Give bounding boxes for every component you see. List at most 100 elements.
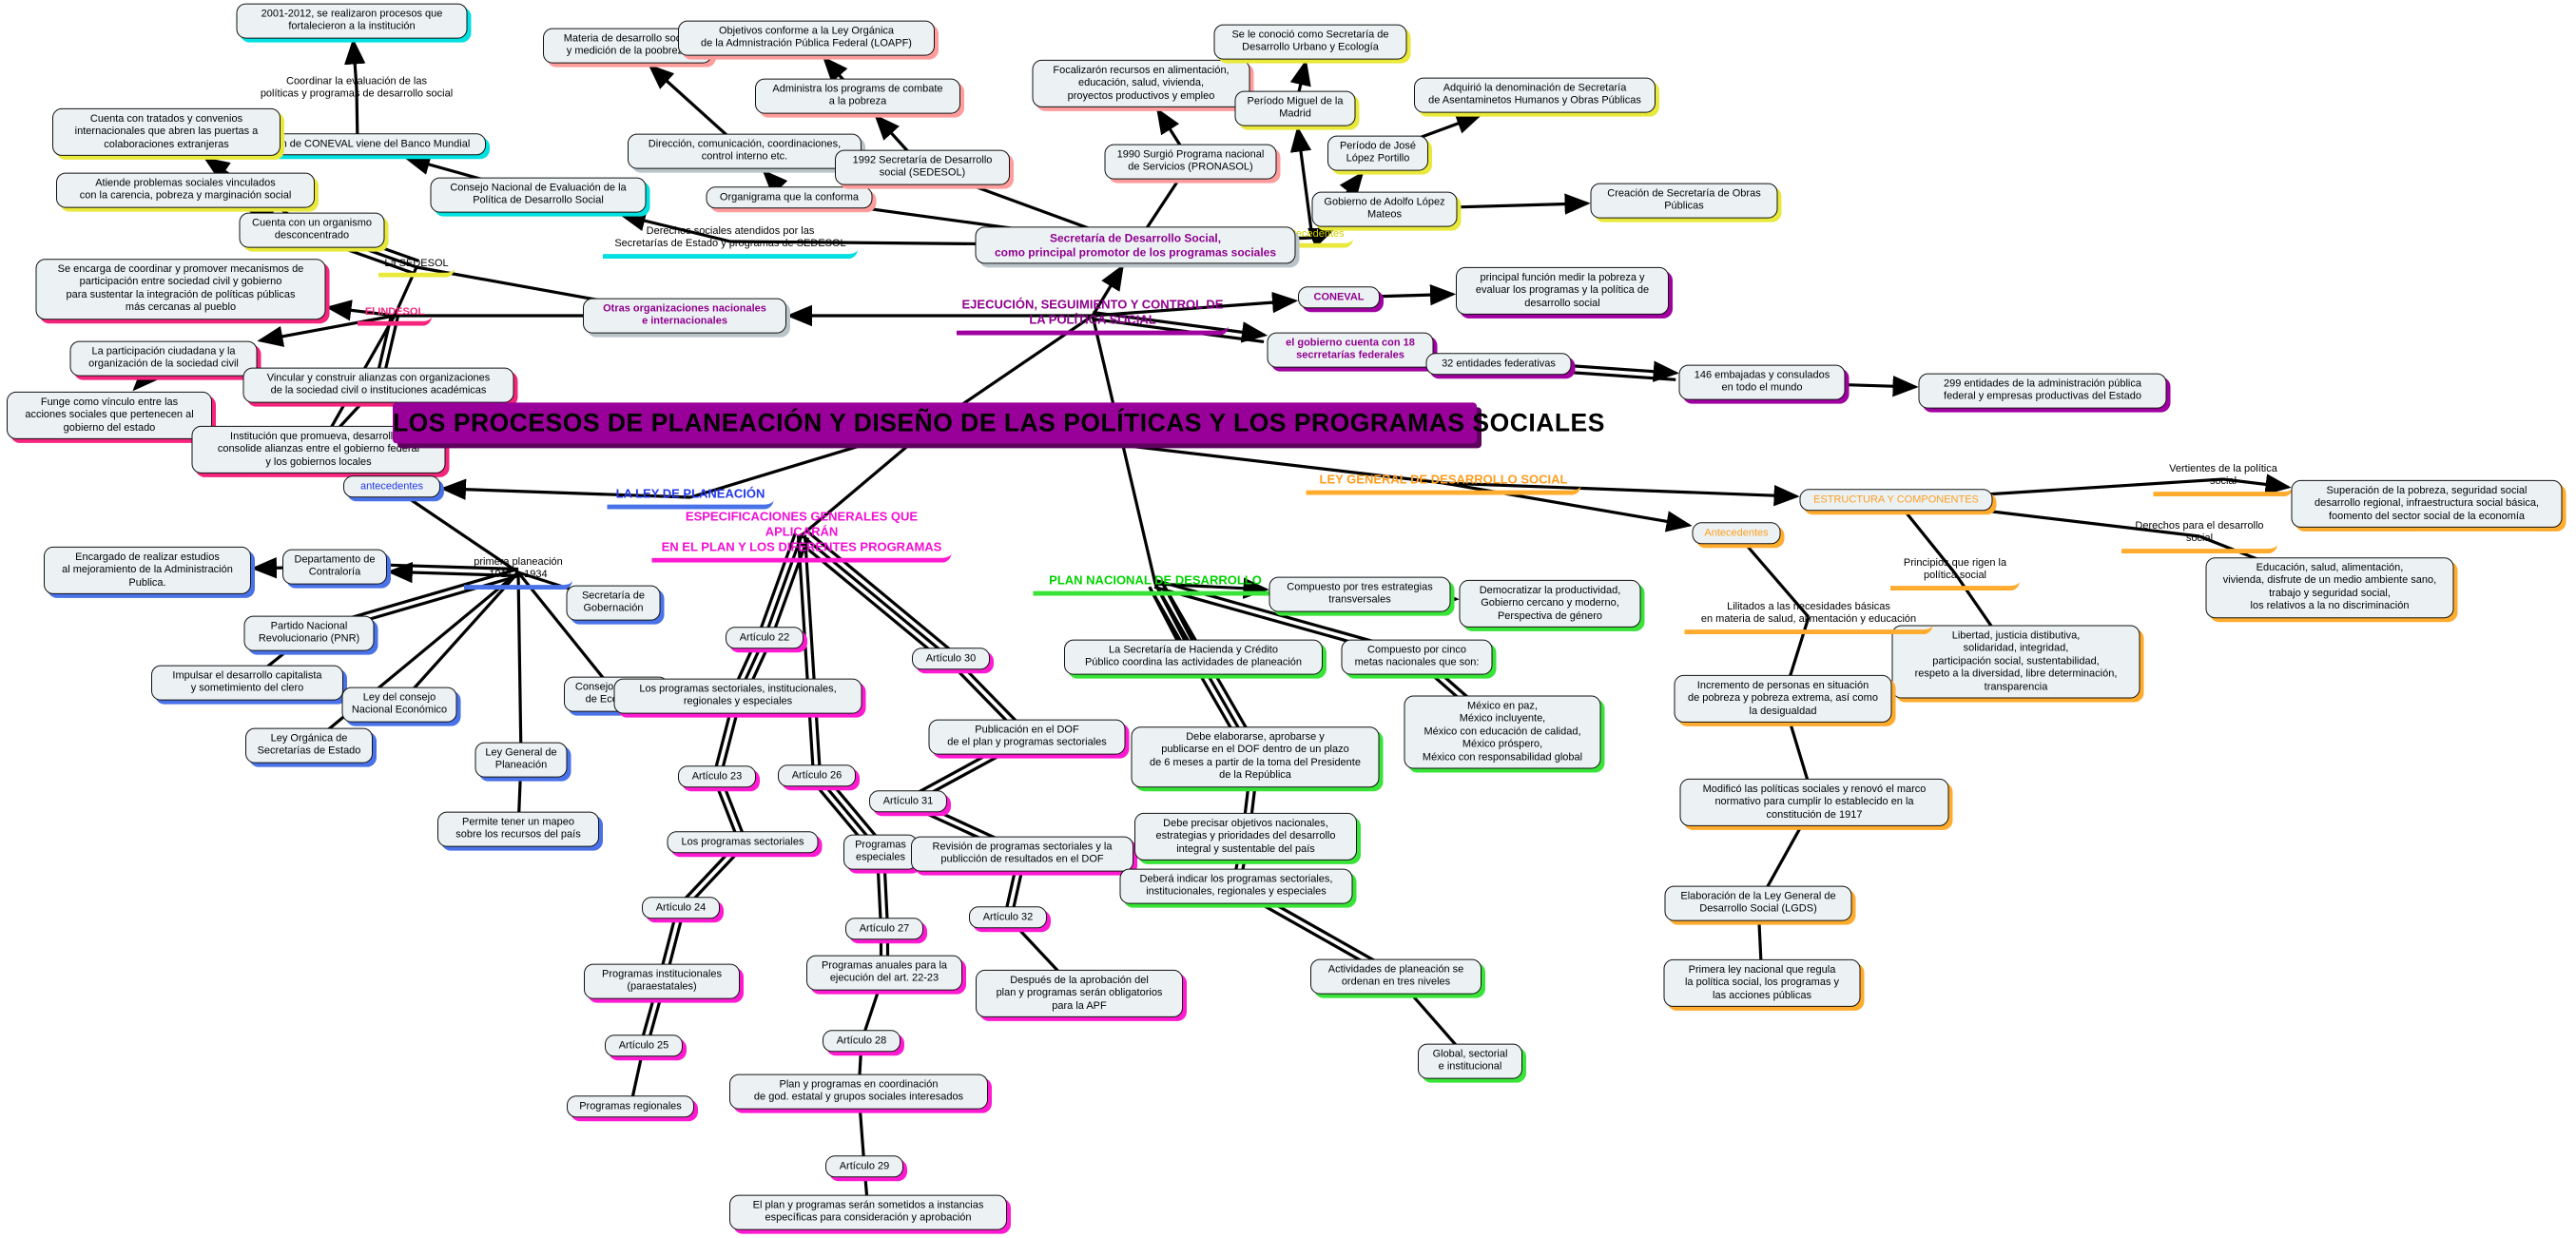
node-lblLGDS[interactable]: LEY GENERAL DE DESARROLLO SOCIAL <box>1306 472 1581 495</box>
node-nAntecedentesOrange[interactable]: Antecedentes <box>1692 522 1781 545</box>
node-n32Ent[interactable]: 32 entidades federativas <box>1425 353 1572 376</box>
node-lblLilitados[interactable]: Lilitados a las necesidades básicas en m… <box>1684 600 1933 634</box>
node-nGob18[interactable]: el gobierno cuenta con 18 secrretarías f… <box>1267 332 1434 368</box>
node-nConeval[interactable]: CONEVAL <box>1298 286 1380 309</box>
node-nSecGobernacion[interactable]: Secretaría de Gobernación <box>566 585 661 621</box>
node-nArt27[interactable]: Artículo 27 <box>845 918 923 940</box>
node-nEncargado[interactable]: Encargado de realizar estudios al mejora… <box>44 546 251 595</box>
node-nArt32[interactable]: Artículo 32 <box>969 906 1047 929</box>
node-lblDerechosDesarrollo[interactable]: Derechos para el desarrollo social <box>2121 519 2277 553</box>
node-nPublicacionDOF[interactable]: Publicación en el DOF de el plan y progr… <box>928 719 1126 755</box>
node-nDeptContraloria[interactable]: Departamento de Contraloría <box>282 549 387 585</box>
node-n146[interactable]: 146 embajadas y consulados en todo el mu… <box>1678 364 1846 400</box>
node-nPeriodoMiguel[interactable]: Período Miguel de la Madrid <box>1234 90 1356 126</box>
node-nOrganigrama[interactable]: Organigrama que la conforma <box>706 186 873 209</box>
node-nArt22[interactable]: Artículo 22 <box>726 627 804 649</box>
node-lblVertientes[interactable]: Vertientes de la política social <box>2153 462 2294 496</box>
node-nGobAdolfo[interactable]: Gobierno de Adolfo López Mateos <box>1311 191 1458 227</box>
node-nCuentaOrganismo[interactable]: Cuenta con un organismo desconcentrado <box>239 212 385 248</box>
node-nCompuestoTres[interactable]: Compuesto por tres estrategias transvers… <box>1269 576 1451 612</box>
node-nImpulsar[interactable]: Impulsar el desarrollo capitalista y som… <box>151 665 343 701</box>
node-nPrincipalFuncion[interactable]: principal función medir la pobreza y eva… <box>1456 266 1669 316</box>
node-n1992[interactable]: 1992 Secretaría de Desarrollo social (SE… <box>835 149 1010 185</box>
node-nLosProgSect[interactable]: Los programas sectoriales <box>667 831 819 854</box>
node-nLeyGeneralPlan[interactable]: Ley General de Planeación <box>475 742 568 778</box>
node-nAtiende[interactable]: Atiende problemas sociales vinculados co… <box>56 172 315 208</box>
node-nArt30[interactable]: Artículo 30 <box>912 648 990 670</box>
node-nArt26[interactable]: Artículo 26 <box>778 764 856 787</box>
node-lblPND[interactable]: PLAN NACIONAL DE DESARROLLO <box>1033 572 1278 596</box>
node-lblEspecificaciones[interactable]: ESPECIFICACIONES GENERALES QUE APLICARÁN… <box>651 509 952 563</box>
node-nCuentaTratados[interactable]: Cuenta con tratados y convenios internac… <box>52 107 281 157</box>
node-nSeEncarga[interactable]: Se encarga de coordinar y promover mecan… <box>35 259 326 319</box>
node-nSuperacion[interactable]: Superación de la pobreza, seguridad soci… <box>2291 479 2563 529</box>
node-lblPrincipios[interactable]: Principios que rigen la política social <box>1890 556 2020 590</box>
node-nVincular[interactable]: Vincular y construir alianzas con organi… <box>242 367 514 403</box>
node-nDireccion[interactable]: Dirección, comunicación, coordinaciones,… <box>628 133 862 169</box>
node-banner[interactable]: LOS PROCESOS DE PLANEACIÓN Y DISEÑO DE L… <box>393 402 1604 444</box>
node-nObjetivos[interactable]: Objetivos conforme a la Ley Orgánica de … <box>678 20 935 56</box>
node-nElPlanSometidos[interactable]: El plan y programas serán sometidos a in… <box>729 1194 1007 1230</box>
node-nProgAnuales[interactable]: Programas anuales para la ejecución del … <box>806 955 962 991</box>
node-nAdministra[interactable]: Administra los programs de combate a la … <box>755 78 960 114</box>
node-nCompuestoCinco[interactable]: Compuesto por cinco metas nacionales que… <box>1341 639 1493 675</box>
node-nProgInstitucionales[interactable]: Programas institucionales (paraestatales… <box>584 963 740 999</box>
node-nPlanProgCoord[interactable]: Plan y programas en coordinación de god.… <box>729 1074 988 1110</box>
node-nAdquirio[interactable]: Adquirió la denominación de Secretaría d… <box>1414 77 1656 113</box>
node-nPeriodoJose[interactable]: Período de José López Portillo <box>1327 135 1428 171</box>
node-nDeberaIndicar[interactable]: Deberá indicar los programas sectoriales… <box>1119 868 1353 904</box>
node-nActividades[interactable]: Actividades de planeación se ordenan en … <box>1310 958 1482 995</box>
node-nFunge[interactable]: Funge como vínculo entre las acciones so… <box>7 391 212 440</box>
node-nFocalizaron[interactable]: Focalizarón recursos en alimentación, ed… <box>1032 59 1250 108</box>
node-nLeyOrganica[interactable]: Ley Orgánica de Secretarías de Estado <box>245 727 373 764</box>
node-nArt31[interactable]: Artículo 31 <box>869 790 947 813</box>
node-nDebePrecisar[interactable]: Debe precisar objetivos nacionales, estr… <box>1134 812 1357 861</box>
node-n2001[interactable]: 2001-2012, se realizaron procesos que fo… <box>236 3 468 39</box>
node-nSecretariaDS[interactable]: Secretaría de Desarrollo Social, como pr… <box>975 226 1296 264</box>
node-nEducacion[interactable]: Educación, salud, alimentación, vivienda… <box>2205 557 2454 618</box>
node-n1990[interactable]: 1990 Surgió Programa nacional de Servici… <box>1104 144 1277 180</box>
node-nModifico[interactable]: Modificó las políticas sociales y renovó… <box>1679 778 1949 827</box>
node-nParticipacion[interactable]: La participación ciudadana y la organiza… <box>69 340 258 377</box>
node-nDemocratizar[interactable]: Democratizar la productividad, Gobierno … <box>1459 579 1641 629</box>
edge-lblEjecucion-lblPND <box>1091 315 1157 585</box>
node-nRevision[interactable]: Revisión de programas sectoriales y la p… <box>911 836 1133 872</box>
node-nMexicoEnPaz[interactable]: México en paz, México incluyente, México… <box>1404 695 1601 769</box>
node-nArt28[interactable]: Artículo 28 <box>823 1030 901 1053</box>
node-nEstructura[interactable]: ESTRUCTURA Y COMPONENTES <box>1799 489 1993 512</box>
node-nCreacionObras[interactable]: Creación de Secretaría de Obras Públicas <box>1590 183 1778 219</box>
node-nPermiteMapeo[interactable]: Permite tener un mapeo sobre los recurso… <box>437 811 599 847</box>
node-lblLeyPlaneacion[interactable]: LA LEY DE PLANEACIÓN <box>607 486 774 510</box>
node-nLibertad[interactable]: Libertad, justicia distibutiva, solidari… <box>1891 625 2140 699</box>
node-nLeyConsejo[interactable]: Ley del consejo Nacional Económico <box>341 687 457 723</box>
node-lblElIndesol[interactable]: El INDESOL <box>358 305 432 327</box>
node-nDebeElaborarse[interactable]: Debe elaborarse, aprobarse y publicarse … <box>1131 726 1380 787</box>
node-lblEjecucion[interactable]: EJECUCIÓN, SEGUIMIENTO Y CONTROL DE LA P… <box>957 297 1229 336</box>
node-nProgSectInstReg[interactable]: Los programas sectoriales, institucional… <box>613 678 862 714</box>
node-nArt24[interactable]: Artículo 24 <box>642 897 720 919</box>
edge-lblPrimeraPlaneacion-nDeptContraloria <box>390 563 519 571</box>
node-nProgEspeciales[interactable]: Programas especiales <box>843 834 918 870</box>
node-nArt23[interactable]: Artículo 23 <box>678 765 756 788</box>
node-nPNR[interactable]: Partido Nacional Revolucionario (PNR) <box>243 615 375 651</box>
node-nDespues[interactable]: Después de la aprobación del plan y prog… <box>976 969 1183 1018</box>
node-nAntecedentesBlue[interactable]: antecedentes <box>343 475 440 498</box>
node-nSHCP[interactable]: La Secretaría de Hacienda y Crédito Públ… <box>1064 639 1323 675</box>
node-nArt25[interactable]: Artículo 25 <box>605 1035 683 1057</box>
node-nGlobal[interactable]: Global, sectorial e institucional <box>1418 1043 1522 1079</box>
node-lblLaSedesol[interactable]: La SEDESOL <box>378 257 455 279</box>
node-nOtrasOrg[interactable]: Otras organizaciones nacionales e intern… <box>583 298 786 334</box>
edge-lblEspecificaciones-nArt30 <box>800 533 953 661</box>
node-nElaboracion[interactable]: Elaboración de la Ley General de Desarro… <box>1664 885 1852 921</box>
node-nSeLeConocio[interactable]: Se le conoció como Secretaría de Desarro… <box>1213 24 1407 60</box>
edge-lblAntecedentesY-nPeriodoMiguel <box>1289 126 1314 239</box>
node-n299[interactable]: 299 entidades de la administración públi… <box>1918 373 2167 409</box>
node-nPrimeraLey[interactable]: Primera ley nacional que regula la polít… <box>1663 958 1861 1008</box>
node-nIncremento[interactable]: Incremento de personas en situación de p… <box>1674 674 1892 724</box>
node-lblCoordinar[interactable]: Coordinar la evaluación de las políticas… <box>260 75 454 100</box>
node-lblDerechosSoc[interactable]: Derechos sociales atendidos por las Secr… <box>603 224 858 259</box>
node-nProgRegionales[interactable]: Programas regionales <box>567 1095 694 1118</box>
node-nConsejoEval[interactable]: Consejo Nacional de Evaluación de la Pol… <box>430 177 647 213</box>
node-lblPrimeraPlaneacion[interactable]: primera planeación 1917 a 1934 <box>464 555 572 590</box>
node-nArt29[interactable]: Artículo 29 <box>825 1155 903 1178</box>
